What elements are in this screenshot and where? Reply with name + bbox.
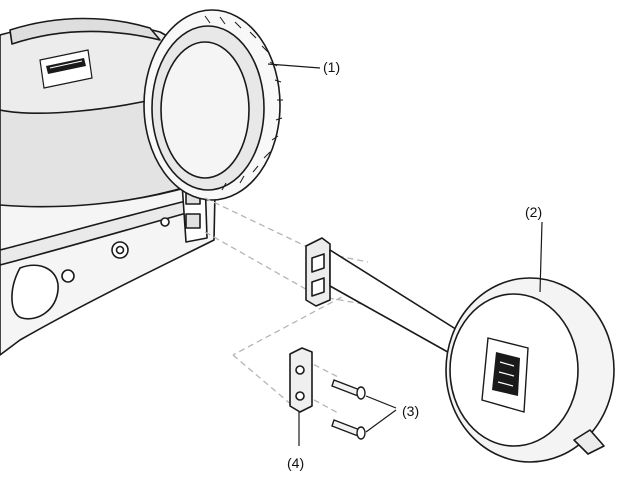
eyepiece-ridges [204, 15, 283, 191]
screw-lower [331, 419, 366, 440]
callout-eyepiece: (1) [323, 59, 341, 75]
cap-zeiss-logo-icon [481, 337, 529, 413]
eyepiece-ring [143, 9, 281, 201]
callout-screws: (3) [402, 403, 420, 419]
mount-plate [289, 347, 313, 413]
assembly-guide-lines [204, 197, 369, 415]
zeiss-logo-icon [39, 49, 93, 89]
callout-lens-cap: (2) [525, 204, 543, 220]
screw-upper [331, 379, 366, 400]
lens-cap-assembly [305, 237, 615, 463]
leader-lines [267, 63, 543, 446]
callout-mount-plate: (4) [287, 455, 305, 471]
